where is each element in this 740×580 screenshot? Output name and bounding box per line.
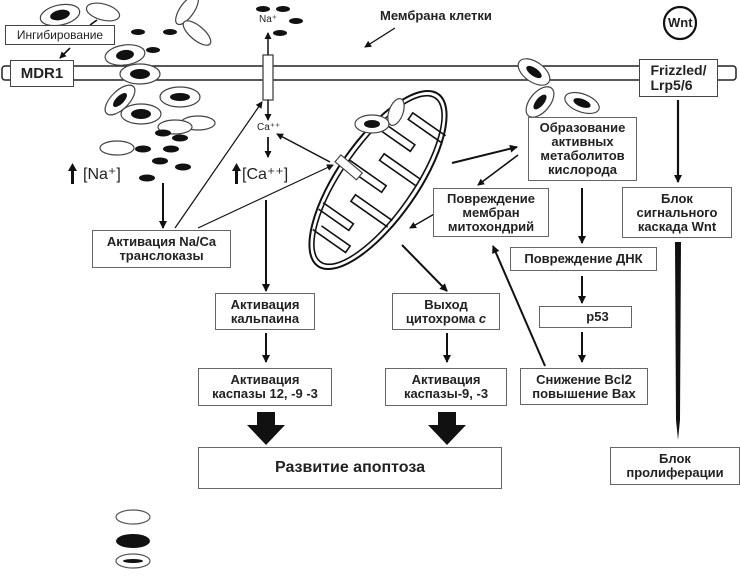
- legend: [115, 509, 151, 569]
- cell-membrane: [1, 65, 737, 81]
- na-ion-label: Na⁺: [259, 14, 278, 25]
- arrow-ros-to-mito-damage: [477, 154, 519, 186]
- wnt-ligand: [662, 5, 698, 41]
- na-increase-label: [Na⁺]: [83, 166, 121, 183]
- arrow-mito-damage-to-mito: [409, 212, 437, 229]
- dna-damage-box: Повреждение ДНК: [510, 247, 657, 271]
- ros-formation-box: Образование активных метаболитов кислоро…: [528, 117, 637, 181]
- inhibition-box: Ингибирование: [5, 25, 115, 45]
- wnt-label: Wnt: [668, 15, 693, 30]
- p53-box: p53: [539, 306, 632, 328]
- na-ca-translocase-box: Активация Na/Ca транслоказы: [92, 230, 231, 268]
- caspase-9-3-box: Активация каспазы-9, -3: [385, 368, 507, 406]
- drug-molecules-top: [39, 0, 212, 85]
- p53-label: p53: [586, 309, 609, 324]
- cytochrome-c-box: Выход цитохрома с: [392, 293, 500, 330]
- arrow-bcl2-to-mito-damage: [492, 245, 546, 367]
- arrow-wnt-block-to-proliferation: [675, 242, 681, 440]
- drug-molecules-right: [517, 58, 600, 118]
- arrow-mito-to-ca: [276, 133, 331, 163]
- apoptosis-box: Развитие апоптоза: [198, 447, 502, 489]
- mito-molecules: [354, 98, 405, 134]
- wnt-block-box: Блок сигнального каскада Wnt: [622, 187, 732, 238]
- ca-increase-label: [Ca⁺⁺]: [242, 166, 289, 183]
- na-ions-outside: [131, 6, 303, 53]
- arrow-membrane-label: [364, 27, 396, 48]
- caspase-12-9-3-box: Активация каспазы 12, -9 -3: [198, 368, 332, 406]
- arrow-translocase-to-mito-channel: [197, 164, 334, 229]
- filled-ellipse-icon: [116, 534, 150, 548]
- membrane-label: Мембрана клетки: [380, 8, 492, 23]
- arrow-inhibition-to-mdr1: [59, 47, 71, 59]
- frizzled-box: Frizzled/ Lrp5/6: [639, 59, 718, 97]
- mito-damage-box: Повреждение мембран митохондрий: [433, 188, 549, 237]
- mitochondrion: [308, 89, 448, 271]
- ca-ion-label: Ca⁺⁺: [257, 122, 281, 133]
- block-arrow-right: [428, 412, 466, 445]
- mito-channel: [334, 154, 364, 181]
- arrow-mito-to-cytochrome: [401, 244, 448, 292]
- arrow-inhibition-from-drug: [89, 19, 98, 26]
- bcl2-bax-box: Снижение Bcl2 повышение Bax: [520, 368, 648, 405]
- calpain-box: Активация кальпаина: [215, 293, 315, 330]
- na-ions-inside: [135, 129, 191, 182]
- open-ellipse-icon: [115, 509, 151, 525]
- block-arrow-left: [247, 412, 285, 445]
- mdr1-box: MDR1: [10, 60, 74, 87]
- drug-molecules-inside: [99, 84, 216, 156]
- cytochrome-c-label: Выход цитохрома: [405, 296, 476, 326]
- arrow-translocase-to-channel: [174, 101, 263, 229]
- arrow-mito-to-ros: [451, 144, 518, 164]
- proliferation-block-box: Блок пролиферации: [610, 447, 740, 485]
- cytochrome-c-italic: с: [478, 310, 487, 326]
- na-ca-channel: [262, 54, 274, 101]
